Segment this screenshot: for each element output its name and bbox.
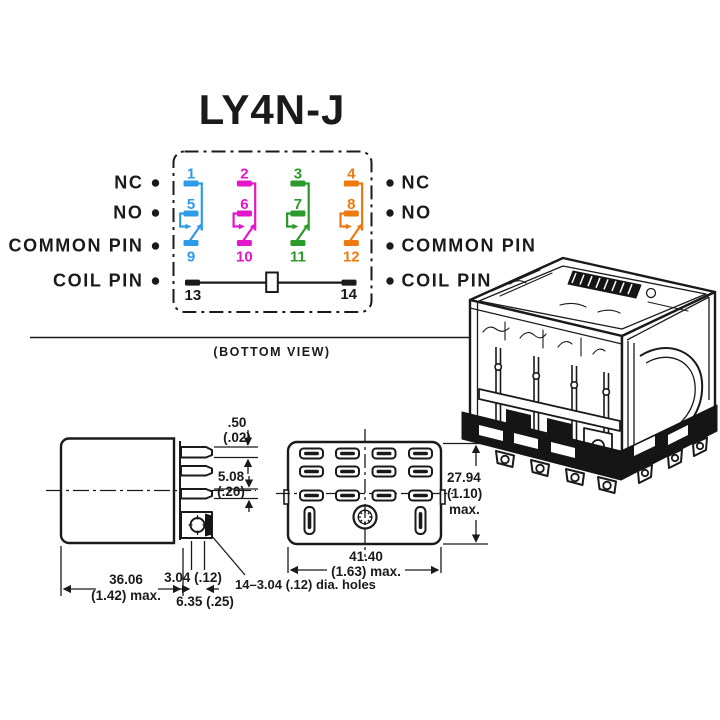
relay-contact-springs bbox=[494, 347, 611, 451]
socket-center-hole bbox=[352, 504, 378, 530]
diagram-outline-box bbox=[172, 150, 373, 313]
relay-armature-bar bbox=[478, 388, 621, 432]
bullet-dot bbox=[151, 179, 160, 187]
pin-number-common: 12 bbox=[343, 249, 360, 266]
dim-pin-thickness-in: (.02) bbox=[223, 430, 251, 445]
pole-group-1: 1 5 9 bbox=[179, 166, 203, 266]
relay-pins bbox=[495, 436, 708, 494]
side-view-drawing: .50 (.02) 5.08 (.20) 36.06 (1.42) max. 3… bbox=[46, 415, 376, 609]
pin-labels-left: NC NO COMMON PIN COIL PIN bbox=[9, 173, 160, 291]
pin-connection-diagram: 1 5 9 2 6 10 bbox=[9, 150, 537, 313]
socket-dimension-labels: 41.40 (1.63) max. 27.94 (1.10) max. bbox=[331, 470, 482, 579]
dim-socket-height-mm: 27.94 bbox=[447, 470, 481, 485]
dim-hole-dia: 3.04 (.12) bbox=[164, 570, 222, 585]
dim-holes-note: 14–3.04 (.12) dia. holes bbox=[235, 577, 376, 592]
dim-socket-height-max: max. bbox=[449, 502, 480, 517]
bullet-dot bbox=[386, 209, 394, 217]
pin-labels-right: NC NO COMMON PIN COIL PIN bbox=[386, 173, 537, 291]
relay-3d-illustration bbox=[461, 256, 718, 494]
pin-number-common: 10 bbox=[236, 249, 253, 266]
coil-symbol bbox=[265, 271, 279, 293]
side-view-dimension-labels: .50 (.02) 5.08 (.20) 36.06 (1.42) max. 3… bbox=[91, 415, 376, 609]
label-common-right: COMMON PIN bbox=[402, 236, 537, 256]
relay-body-outline bbox=[59, 437, 176, 545]
label-coil-right: COIL PIN bbox=[402, 271, 492, 291]
dim-hole-offset: 6.35 (.25) bbox=[176, 594, 234, 609]
bullet-dot bbox=[386, 242, 394, 250]
label-coil-left: COIL PIN bbox=[53, 271, 143, 291]
pin-number-no: 7 bbox=[294, 196, 302, 213]
bullet-dot bbox=[386, 179, 394, 187]
pin-number-nc: 2 bbox=[240, 166, 248, 183]
dim-pin-thickness-mm: .50 bbox=[228, 415, 247, 430]
pole-group-4: 4 8 12 bbox=[339, 166, 364, 266]
label-no-left: NO bbox=[113, 203, 143, 223]
socket-dimension-lines bbox=[287, 442, 488, 575]
pin-number-no: 5 bbox=[187, 196, 195, 213]
socket-corner-slots bbox=[303, 506, 427, 535]
relay-base bbox=[461, 404, 718, 481]
bullet-dot bbox=[151, 209, 160, 217]
pin-number-coil-right: 14 bbox=[340, 286, 357, 303]
bullet-dot bbox=[386, 277, 394, 285]
side-view-dimension-lines bbox=[60, 430, 258, 596]
pole-group-3: 3 7 11 bbox=[286, 166, 310, 266]
socket-view-drawing: 41.40 (1.63) max. 27.94 (1.10) max. bbox=[276, 429, 488, 579]
socket-terminal-slots bbox=[299, 447, 433, 502]
bullet-dot bbox=[151, 242, 160, 250]
pin-number-no: 8 bbox=[347, 196, 355, 213]
dim-socket-height-in: (1.10) bbox=[447, 486, 482, 501]
dim-body-width-in: (1.42) max. bbox=[91, 588, 161, 603]
bullet-dot bbox=[151, 277, 160, 285]
label-nc-right: NC bbox=[402, 173, 431, 193]
pin-number-coil-left: 13 bbox=[185, 287, 202, 304]
pin-number-nc: 3 bbox=[294, 166, 302, 183]
relay-top-print bbox=[491, 269, 689, 314]
page-title: LY4N-J bbox=[199, 86, 346, 133]
pin-number-common: 11 bbox=[290, 249, 306, 266]
label-nc-left: NC bbox=[114, 173, 143, 193]
label-no-right: NO bbox=[402, 203, 432, 223]
pin-number-common: 9 bbox=[187, 249, 195, 266]
dim-socket-width-in: (1.63) max. bbox=[331, 564, 401, 579]
leader-line bbox=[210, 534, 246, 576]
pin-number-nc: 4 bbox=[347, 166, 356, 183]
pin-number-no: 6 bbox=[240, 196, 248, 213]
dim-socket-width-mm: 41.40 bbox=[349, 549, 383, 564]
pin-number-nc: 1 bbox=[187, 166, 195, 183]
relay-base-slots bbox=[479, 425, 688, 458]
coil-circuit: 13 14 bbox=[185, 271, 358, 304]
bottom-view-caption: (BOTTOM VIEW) bbox=[213, 345, 330, 359]
dim-body-width-mm: 36.06 bbox=[109, 572, 143, 587]
dim-pin-pitch-mm: 5.08 bbox=[218, 469, 245, 484]
dim-pin-pitch-in: (.20) bbox=[217, 484, 245, 499]
pole-group-2: 2 6 10 bbox=[232, 166, 257, 266]
label-common-left: COMMON PIN bbox=[9, 236, 144, 256]
